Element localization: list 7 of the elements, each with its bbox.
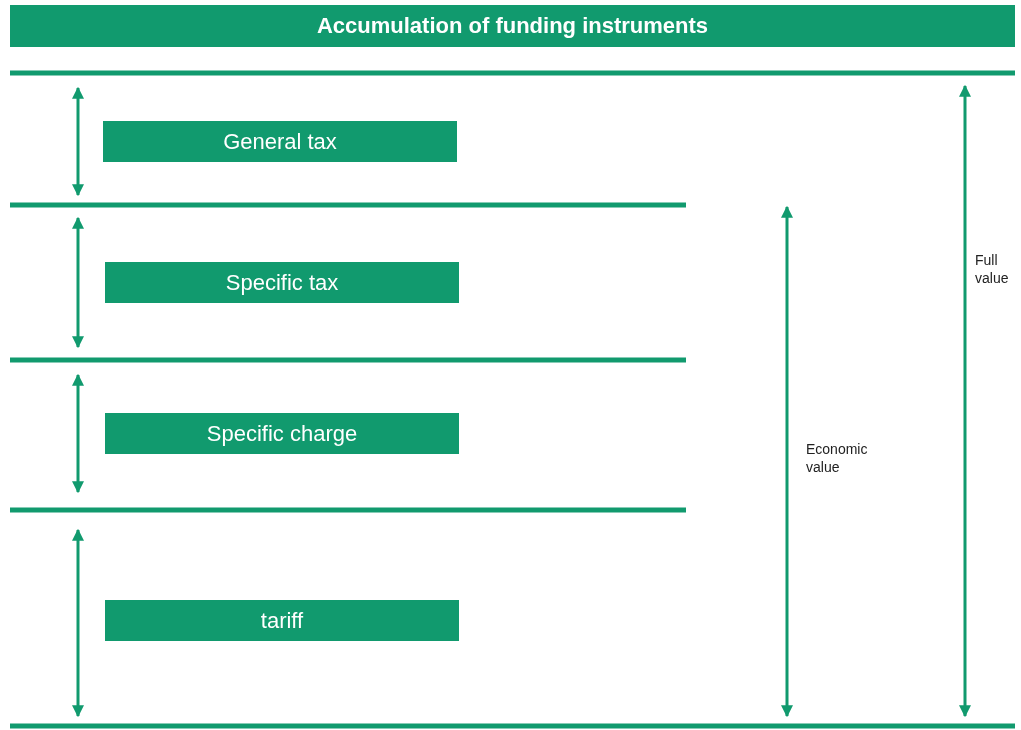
category-bar: tariff [105, 600, 459, 641]
title-banner: Accumulation of funding instruments [10, 5, 1015, 47]
dimension-label: Economic value [806, 440, 869, 477]
category-bar: General tax [103, 121, 457, 162]
category-bar: Specific charge [105, 413, 459, 454]
dimension-label: Full value [975, 251, 1010, 288]
category-bar: Specific tax [105, 262, 459, 303]
